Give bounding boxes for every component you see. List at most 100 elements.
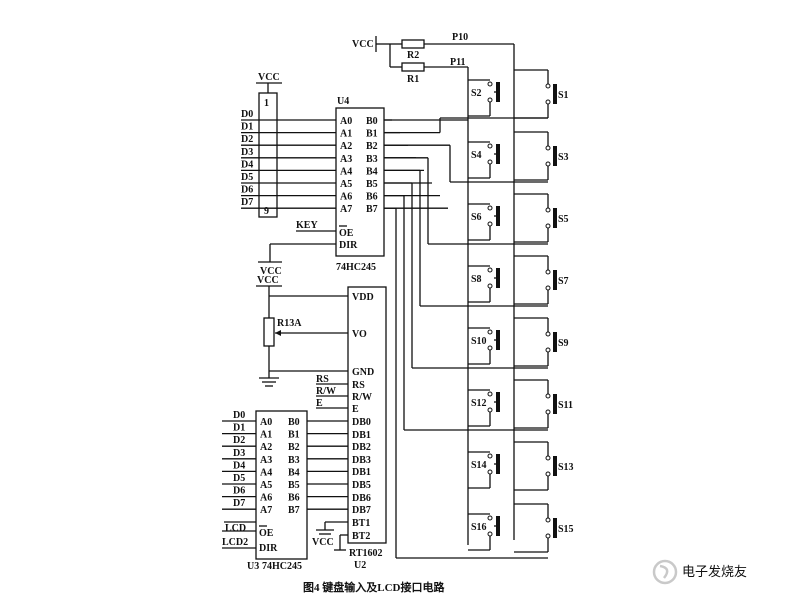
switch-label-s1: S1 (558, 90, 569, 101)
switch-label-s4: S4 (471, 150, 482, 161)
r2-label: R2 (407, 50, 419, 61)
u2-pin-2: GND (352, 367, 374, 378)
rw-ctrl-label: R/W (316, 386, 336, 397)
switch-s2: S2 (468, 79, 500, 117)
u4-a-pin-2: A2 (340, 141, 352, 152)
contrast-section: VCC R13A RS R/W E (256, 275, 348, 409)
switch-label-s10: S10 (471, 336, 487, 347)
bottom-data-line-label-d2: D2 (233, 435, 245, 446)
top-data-line-label-d0: D0 (241, 109, 253, 120)
u4-a-pin-3: A3 (340, 154, 352, 165)
switch-label-s6: S6 (471, 212, 482, 223)
e-ctrl-label: E (316, 398, 323, 409)
watermark-text: 电子发烧友 (682, 564, 747, 579)
switch-s4: S4 (468, 141, 500, 179)
switch-label-s16: S16 (471, 522, 487, 533)
switch-contact (487, 329, 493, 335)
u2-pin-0: VDD (352, 292, 374, 303)
top-data-line-label-d7: D7 (241, 197, 253, 208)
top-data-line-label-d5: D5 (241, 172, 253, 183)
lcd-label: LCD (225, 523, 246, 534)
bottom-data-line-label-d1: D1 (233, 423, 245, 434)
switch-label-s8: S8 (471, 274, 482, 285)
u3-a-pin-4: A4 (260, 467, 272, 478)
u3-b-pin-1: B1 (288, 430, 300, 441)
u2-pin-1: VO (352, 329, 367, 340)
switch-actuator (553, 146, 557, 166)
u3-b-pin-5: B5 (288, 480, 300, 491)
u4-a-pin-4: A4 (340, 166, 352, 177)
u4-a-pin-5: A5 (340, 179, 352, 190)
top-data-line-label-d3: D3 (241, 147, 253, 158)
u2-pin-10: DB1 (352, 467, 371, 478)
switch-actuator (553, 270, 557, 290)
u2-pin-12: DB6 (352, 493, 371, 504)
switch-contact (487, 453, 493, 459)
u4-oe-pin: OE (339, 228, 354, 239)
switch-s9: S9 (514, 317, 569, 367)
switch-contact (545, 207, 551, 213)
switch-contact (487, 469, 493, 475)
switch-contact (545, 145, 551, 151)
u3-b-pin-4: B4 (288, 467, 300, 478)
p11-label: P11 (450, 57, 466, 68)
u4-dir-pin: DIR (339, 240, 358, 251)
switch-label-s2: S2 (471, 88, 482, 99)
top-data-line-label-d6: D6 (241, 185, 253, 196)
rs-ctrl-label: RS (316, 374, 329, 385)
u2-pin-14: BT1 (352, 518, 370, 529)
switch-s5: S5 (514, 193, 569, 243)
u2-pin-6: DB0 (352, 417, 371, 428)
u3-a-pin-2: A2 (260, 442, 272, 453)
switch-s13: S13 (514, 441, 574, 491)
switch-contact (487, 81, 493, 87)
resistor-r1 (401, 62, 425, 72)
key-label: KEY (296, 220, 318, 231)
chip-u4: U4 74HC245 KEY OE DIR VCC (258, 96, 385, 277)
switch-label-s7: S7 (558, 276, 569, 287)
switch-label-s12: S12 (471, 398, 487, 409)
switch-contact (545, 161, 551, 167)
switch-actuator (496, 144, 500, 164)
switch-contact (487, 515, 493, 521)
u4-b-pin-4: B4 (366, 166, 378, 177)
bottom-data-line-label-d7: D7 (233, 498, 245, 509)
switch-s6: S6 (468, 203, 500, 241)
header-section: VCC 1 9 (256, 72, 282, 218)
switch-contact (487, 407, 493, 413)
bottom-data-line-label-d5: D5 (233, 473, 245, 484)
r13a-label: R13A (277, 318, 302, 329)
chip-u3: U3 74HC245 LCD OE LCD2 DIR (222, 410, 308, 572)
u3-b-pin-6: B6 (288, 493, 300, 504)
u2-pin-11: DB5 (352, 480, 371, 491)
u3-oe-pin: OE (259, 528, 274, 539)
u3-b-pin-0: B0 (288, 417, 300, 428)
switch-s8: S8 (468, 265, 500, 303)
switch-contact (545, 285, 551, 291)
switch-contact (487, 205, 493, 211)
u3-b-pin-7: B7 (288, 505, 300, 516)
vcc-label-pot: VCC (257, 275, 279, 286)
u3-body (255, 410, 308, 560)
header-connector (258, 92, 278, 218)
chip-u2: RT1602 U2 VCC (312, 286, 387, 571)
switch-contact (545, 409, 551, 415)
u4-body (335, 107, 385, 257)
switch-actuator (553, 84, 557, 104)
u3-dir-pin: DIR (259, 543, 278, 554)
switch-actuator (496, 268, 500, 288)
top-data-line-label-d4: D4 (241, 159, 253, 170)
watermark: 电子发烧友 (652, 559, 747, 585)
lcd2-label: LCD2 (222, 537, 248, 548)
bottom-data-line-label-d3: D3 (233, 448, 245, 459)
u4-a-pin-7: A7 (340, 204, 352, 215)
switch-label-s5: S5 (558, 214, 569, 225)
u4-b-pin-2: B2 (366, 141, 378, 152)
u2-pin-7: DB1 (352, 430, 371, 441)
u3-ref: U3 (247, 561, 259, 572)
switch-label-s11: S11 (558, 400, 573, 411)
u3-part: 74HC245 (262, 561, 302, 572)
switch-s1: S1 (514, 69, 569, 119)
